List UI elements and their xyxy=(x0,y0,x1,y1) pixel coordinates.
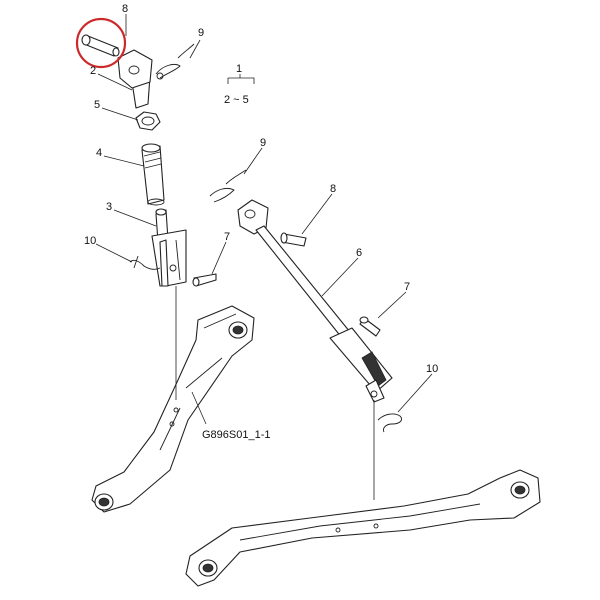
part-6-lift-rod-turnbuckle xyxy=(237,199,393,403)
callout-10-left: 10 xyxy=(84,235,96,247)
callout-8-right: 8 xyxy=(330,183,336,195)
alignment-lines xyxy=(175,286,375,500)
group-label-range: 2 ~ 5 xyxy=(224,94,249,106)
callout-7-left: 7 xyxy=(224,231,230,243)
callout-8-top: 8 xyxy=(122,3,128,15)
part-9-clip-right xyxy=(209,169,247,203)
part-4-threaded-tube xyxy=(141,143,165,206)
callouts: 8 9 2 5 4 3 10 7 9 8 6 7 10 G896S01_1-1 xyxy=(84,3,438,441)
callout-9-right: 9 xyxy=(260,137,266,149)
callout-6: 6 xyxy=(356,247,362,259)
part-8-pin-top xyxy=(81,34,120,57)
callout-4: 4 xyxy=(96,147,102,159)
callout-3: 3 xyxy=(106,201,112,213)
part-8-pin-right xyxy=(280,232,307,247)
callout-5: 5 xyxy=(94,99,100,111)
callout-2: 2 xyxy=(90,65,96,77)
part-2-top-link-rod xyxy=(117,49,153,109)
highlight-circle xyxy=(75,17,127,69)
part-10-clip-right xyxy=(377,413,403,433)
part-7-pin-left xyxy=(192,273,217,287)
part-9-clip-top xyxy=(155,43,195,80)
part-7-pin-right xyxy=(359,316,381,337)
right-lower-link-arm xyxy=(185,469,541,587)
callout-10-right: 10 xyxy=(426,363,438,375)
part-3-lift-rod-fork xyxy=(151,208,187,287)
drawing-code: G896S01_1-1 xyxy=(202,429,271,441)
group-label: 1 2 ~ 5 xyxy=(224,63,255,106)
callout-9-top: 9 xyxy=(198,27,204,39)
leader-lines xyxy=(95,14,433,425)
left-lower-link-arm xyxy=(91,305,255,513)
group-label-top: 1 xyxy=(236,63,242,75)
part-10-clip-left xyxy=(129,255,161,270)
callout-7-right: 7 xyxy=(404,281,410,293)
part-5-nut xyxy=(135,111,161,131)
